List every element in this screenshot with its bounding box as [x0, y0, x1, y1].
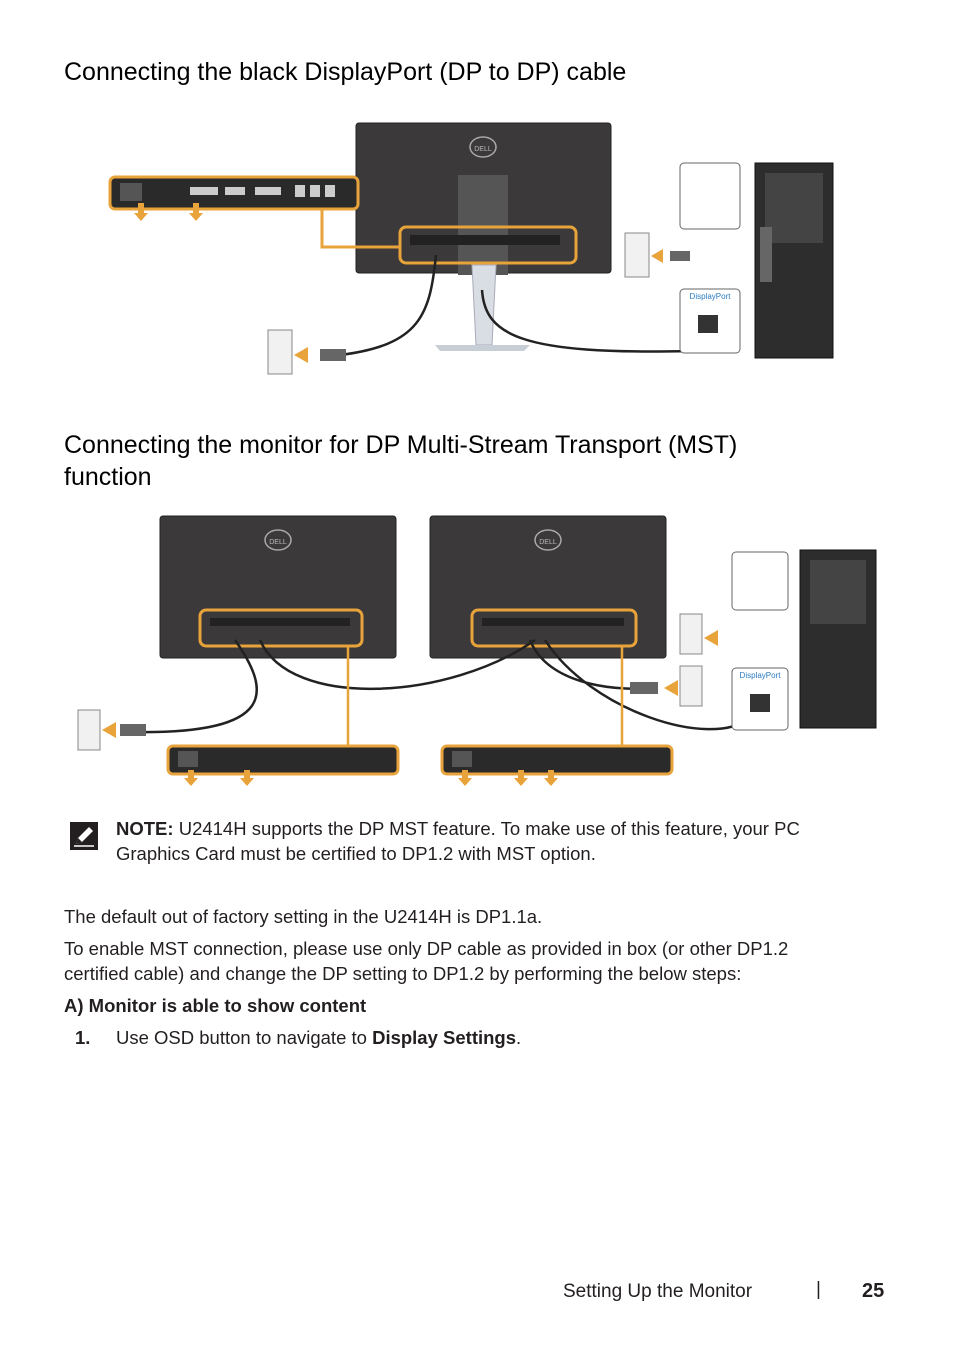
paragraph-default-setting: The default out of factory setting in th… — [64, 906, 543, 927]
note-block: NOTE: U2414H supports the DP MST feature… — [116, 816, 906, 866]
note-text-line1: U2414H supports the DP MST feature. To m… — [173, 818, 800, 839]
section-heading-dp-cable: Connecting the black DisplayPort (DP to … — [64, 58, 627, 86]
svg-text:DELL: DELL — [269, 539, 287, 546]
footer-separator: | — [816, 1279, 821, 1300]
monitor-2-back — [429, 515, 667, 659]
page-number: 25 — [862, 1280, 885, 1302]
figure-mst-connection: DELL DELL DisplayPort — [70, 510, 880, 790]
figure-dp-connection: DELL DisplayPort — [100, 115, 845, 385]
step-1-text: Use OSD button to navigate to Display Se… — [116, 1025, 521, 1050]
note-label: NOTE: — [116, 818, 174, 839]
svg-text:DisplayPort: DisplayPort — [740, 671, 782, 680]
step-number: 1. — [75, 1027, 91, 1048]
footer-section-title: Setting Up the Monitor — [563, 1281, 753, 1302]
displayport-label: DisplayPort — [690, 292, 732, 301]
section-heading-mst-line2: function — [64, 463, 152, 491]
section-heading-mst-line1: Connecting the monitor for DP Multi-Stre… — [64, 431, 738, 459]
step-1-text-after: . — [516, 1027, 522, 1048]
section-heading-mst: Connecting the monitor for DP Multi-Stre… — [64, 429, 737, 493]
dell-logo: DELL — [474, 146, 492, 153]
step-1-bold: Display Settings — [372, 1027, 517, 1048]
paragraph-enable-mst-line2: certified cable) and change the DP setti… — [64, 963, 742, 984]
paragraph-enable-mst-line1: To enable MST connection, please use onl… — [64, 938, 789, 959]
subheading-monitor-content: A) Monitor is able to show content — [64, 995, 367, 1016]
step-1-text-before: Use OSD button to navigate to — [116, 1027, 373, 1048]
note-pencil-icon — [70, 822, 98, 850]
svg-text:DELL: DELL — [539, 539, 557, 546]
paragraph-enable-mst: To enable MST connection, please use onl… — [64, 936, 924, 986]
note-text-line2: Graphics Card must be certified to DP1.2… — [116, 843, 596, 864]
